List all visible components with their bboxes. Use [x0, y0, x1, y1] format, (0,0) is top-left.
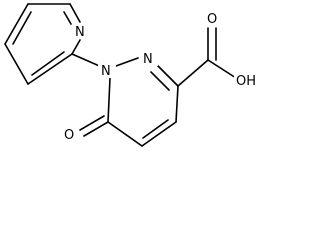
bond [107, 77, 111, 123]
bond [107, 121, 143, 147]
carbonyl-group [79, 115, 109, 137]
bond [63, 11, 72, 25]
pyridine-ring [4, 3, 81, 85]
bond [207, 59, 237, 79]
atom-label-oxygen: O [207, 12, 217, 27]
bond [4, 43, 29, 85]
bond [141, 121, 177, 147]
bond [150, 71, 170, 91]
bond [175, 85, 179, 123]
atom-label-nitrogen: N [143, 52, 153, 67]
bond [79, 115, 105, 131]
bond [27, 53, 73, 85]
bond [177, 59, 209, 87]
bond [142, 119, 169, 139]
atom-label-nitrogen: N [75, 25, 85, 40]
pyridazinone-ring [107, 57, 179, 147]
bond [115, 57, 139, 67]
bond [69, 3, 81, 23]
atom-label-hydroxyl: OH [236, 74, 256, 89]
bond [4, 3, 29, 45]
bond [83, 121, 109, 137]
atom-label-nitrogen: N [101, 64, 111, 79]
molecule-structure: N N N O O OH [4, 3, 260, 147]
atom-label-oxygen: O [64, 128, 74, 143]
bond [31, 51, 65, 76]
carboxylic-acid-group [177, 27, 237, 87]
bond [12, 11, 32, 45]
atom-labels: N N N O O OH [62, 10, 260, 143]
bond [71, 39, 81, 55]
